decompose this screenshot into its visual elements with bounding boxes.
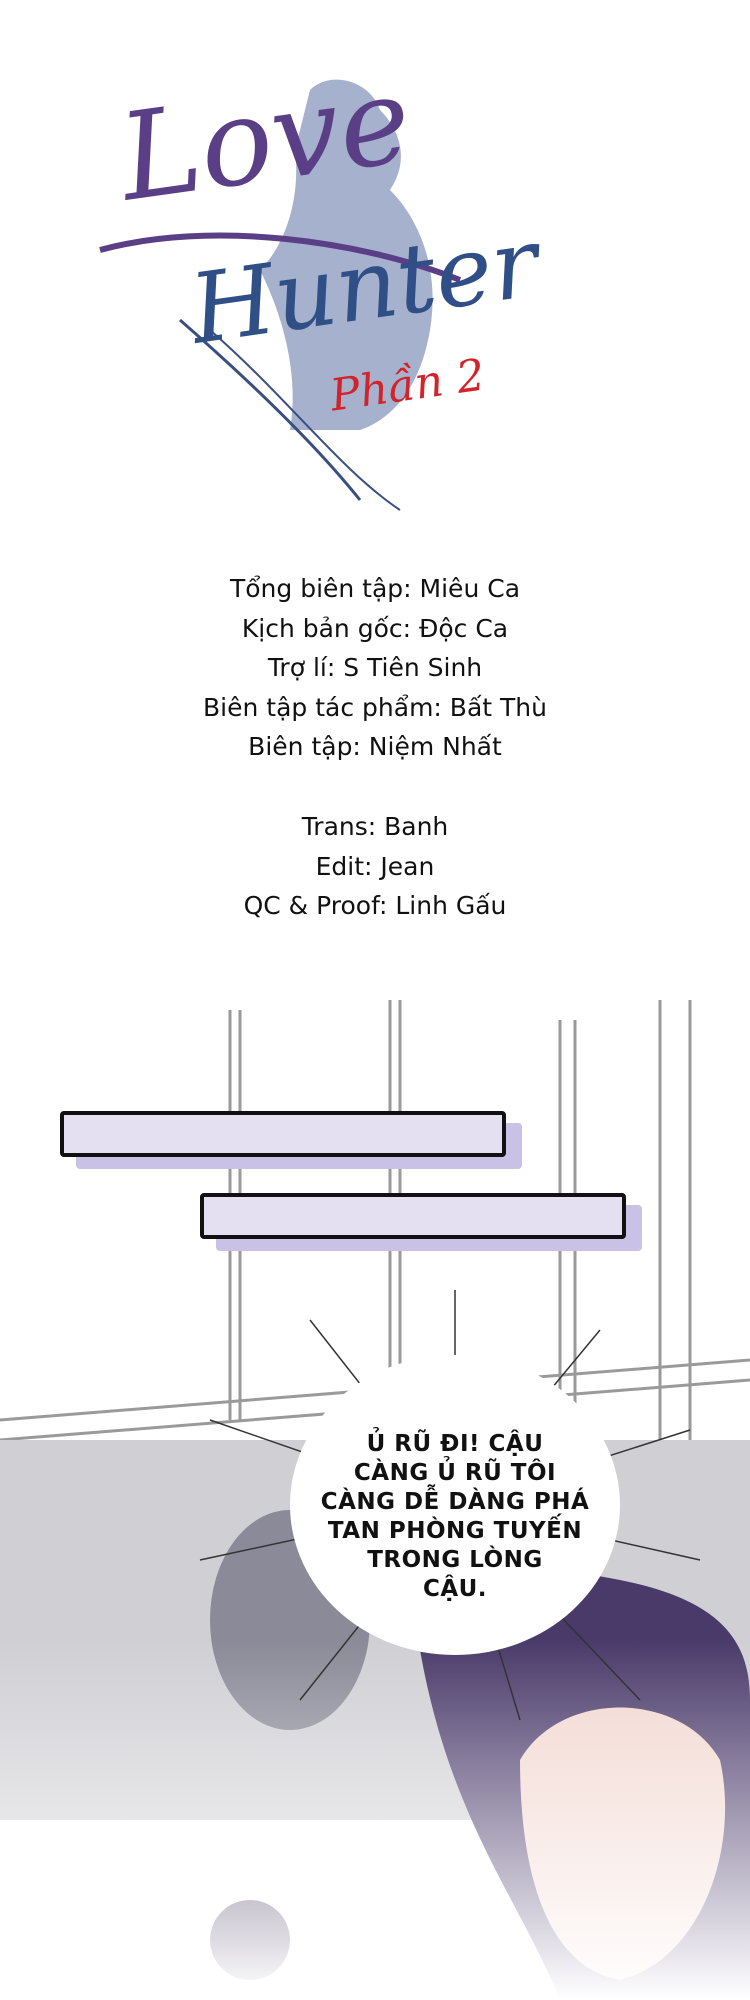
caption-box [60, 1111, 506, 1157]
logo-silhouette [99, 79, 462, 511]
credit-line: Biên tập tác phẩm: Bất Thù [203, 692, 547, 722]
translation-team: Trans: Banh Edit: Jean QC & Proof: Linh … [0, 807, 750, 926]
comic-panel-art [0, 1000, 750, 2000]
credit-line: Biên tập: Niệm Nhất [248, 732, 502, 761]
bubble-line: CẬU. [422, 1576, 488, 1602]
bubble-line: CÀNG DỄ DÀNG PHÁ [320, 1489, 590, 1515]
staff-credits: Tổng biên tập: Miêu Ca Kịch bản gốc: Độc… [0, 569, 750, 767]
team-line: Edit: Jean [315, 851, 435, 881]
bubble-line: TRONG LÒNG [367, 1547, 543, 1573]
team-line: QC & Proof: Linh Gấu [243, 891, 507, 920]
caption-box [200, 1193, 626, 1239]
team-line: Trans: Banh [301, 812, 449, 841]
credit-line: Tổng biên tập: Miêu Ca [229, 574, 521, 603]
credit-line: Kịch bản gốc: Độc Ca [241, 613, 509, 643]
bubble-line: TAN PHÒNG TUYẾN [327, 1518, 583, 1544]
credit-line: Trợ lí: S Tiên Sinh [267, 653, 483, 682]
speech-bubble-text: Ủ RŨ ĐI! CẬU CÀNG Ủ RŨ TÔI CÀNG DỄ DÀNG … [320, 1430, 590, 1604]
bubble-line: Ủ RŨ ĐI! CẬU [366, 1431, 544, 1457]
bubble-line: CÀNG Ủ RŨ TÔI [353, 1460, 557, 1486]
